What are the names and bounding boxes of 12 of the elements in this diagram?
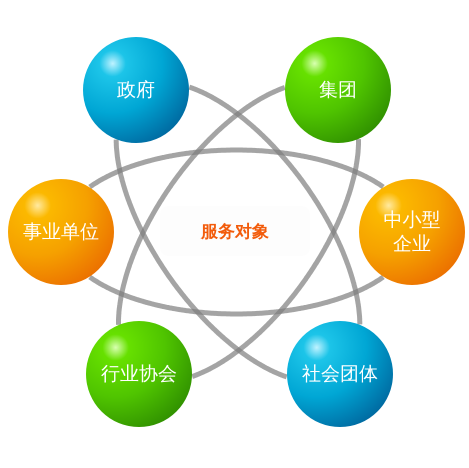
orbit-line xyxy=(188,84,362,326)
orbit-line xyxy=(88,148,385,190)
node-label: 事业单位 xyxy=(23,220,99,244)
orbit-line xyxy=(114,138,288,380)
node-label: 集团 xyxy=(319,78,357,102)
node-label: 行业协会 xyxy=(101,362,177,386)
node-label: 政府 xyxy=(117,78,155,102)
orbit-line xyxy=(116,85,286,326)
node-label: 社会团体 xyxy=(302,362,378,386)
orbit-line xyxy=(88,274,385,316)
node-label: 中小型企业 xyxy=(382,208,442,256)
orbit-line xyxy=(190,138,361,379)
